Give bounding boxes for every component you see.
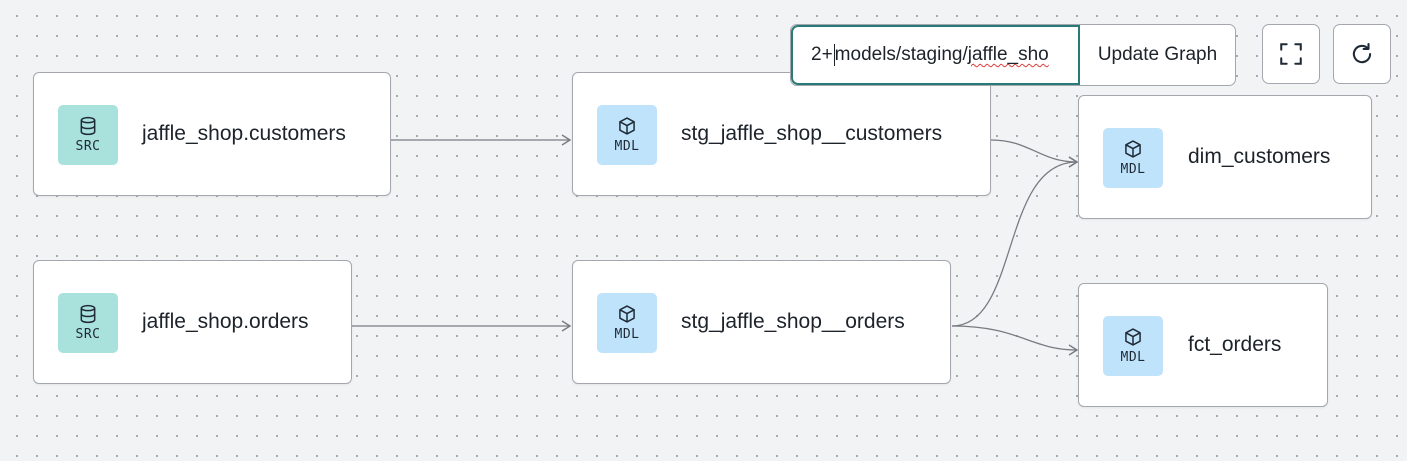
node-type-tag: MDL: [1120, 162, 1146, 177]
node-type-tag: SRC: [75, 139, 101, 154]
model-node-stg-customers[interactable]: MDL stg_jaffle_shop__customers: [572, 72, 991, 196]
cube-icon: [619, 117, 635, 135]
refresh-button[interactable]: [1333, 24, 1391, 84]
selector-text-misspelled: jaffle_sho: [967, 44, 1049, 65]
edge-stg-orders-to-fct-orders: [951, 325, 1079, 356]
database-icon: [80, 304, 96, 324]
source-node-customers[interactable]: SRC jaffle_shop.customers: [33, 72, 391, 196]
refresh-icon: [1352, 43, 1372, 64]
update-graph-button[interactable]: Update Graph: [1097, 44, 1218, 65]
node-label: jaffle_shop.customers: [142, 122, 346, 145]
selector-text-path: models/staging/: [834, 44, 968, 65]
edge-stg-customers-to-dim-customers: [990, 139, 1079, 168]
source-badge: SRC: [58, 105, 118, 165]
model-badge: MDL: [1103, 316, 1163, 376]
model-badge: MDL: [597, 105, 657, 165]
selector-input[interactable]: 2+models/staging/jaffle_sho: [791, 25, 1080, 85]
graph-selector-toolbar: 2+models/staging/jaffle_sho Update Graph: [790, 24, 1236, 86]
node-label: fct_orders: [1188, 333, 1282, 356]
node-type-tag: MDL: [1120, 350, 1146, 365]
node-type-tag: MDL: [614, 139, 640, 154]
model-node-stg-orders[interactable]: MDL stg_jaffle_shop__orders: [572, 260, 951, 384]
database-icon: [80, 116, 96, 136]
node-label: jaffle_shop.orders: [142, 310, 309, 333]
text-caret: [833, 44, 835, 66]
fullscreen-button[interactable]: [1262, 24, 1320, 84]
source-badge: SRC: [58, 293, 118, 353]
node-type-tag: MDL: [614, 327, 640, 342]
node-label: dim_customers: [1188, 145, 1331, 168]
cube-icon: [1125, 328, 1141, 346]
cube-icon: [1125, 140, 1141, 158]
node-type-tag: SRC: [75, 327, 101, 342]
expand-icon: [1280, 43, 1302, 65]
model-badge: MDL: [1103, 128, 1163, 188]
model-node-fct-orders[interactable]: MDL fct_orders: [1078, 283, 1328, 407]
model-node-dim-customers[interactable]: MDL dim_customers: [1078, 95, 1372, 219]
model-badge: MDL: [597, 293, 657, 353]
node-label: stg_jaffle_shop__customers: [681, 122, 943, 145]
source-node-orders[interactable]: SRC jaffle_shop.orders: [33, 260, 352, 384]
node-label: stg_jaffle_shop__orders: [681, 310, 905, 333]
cube-icon: [619, 305, 635, 323]
selector-text-prefix: 2+: [811, 44, 833, 65]
